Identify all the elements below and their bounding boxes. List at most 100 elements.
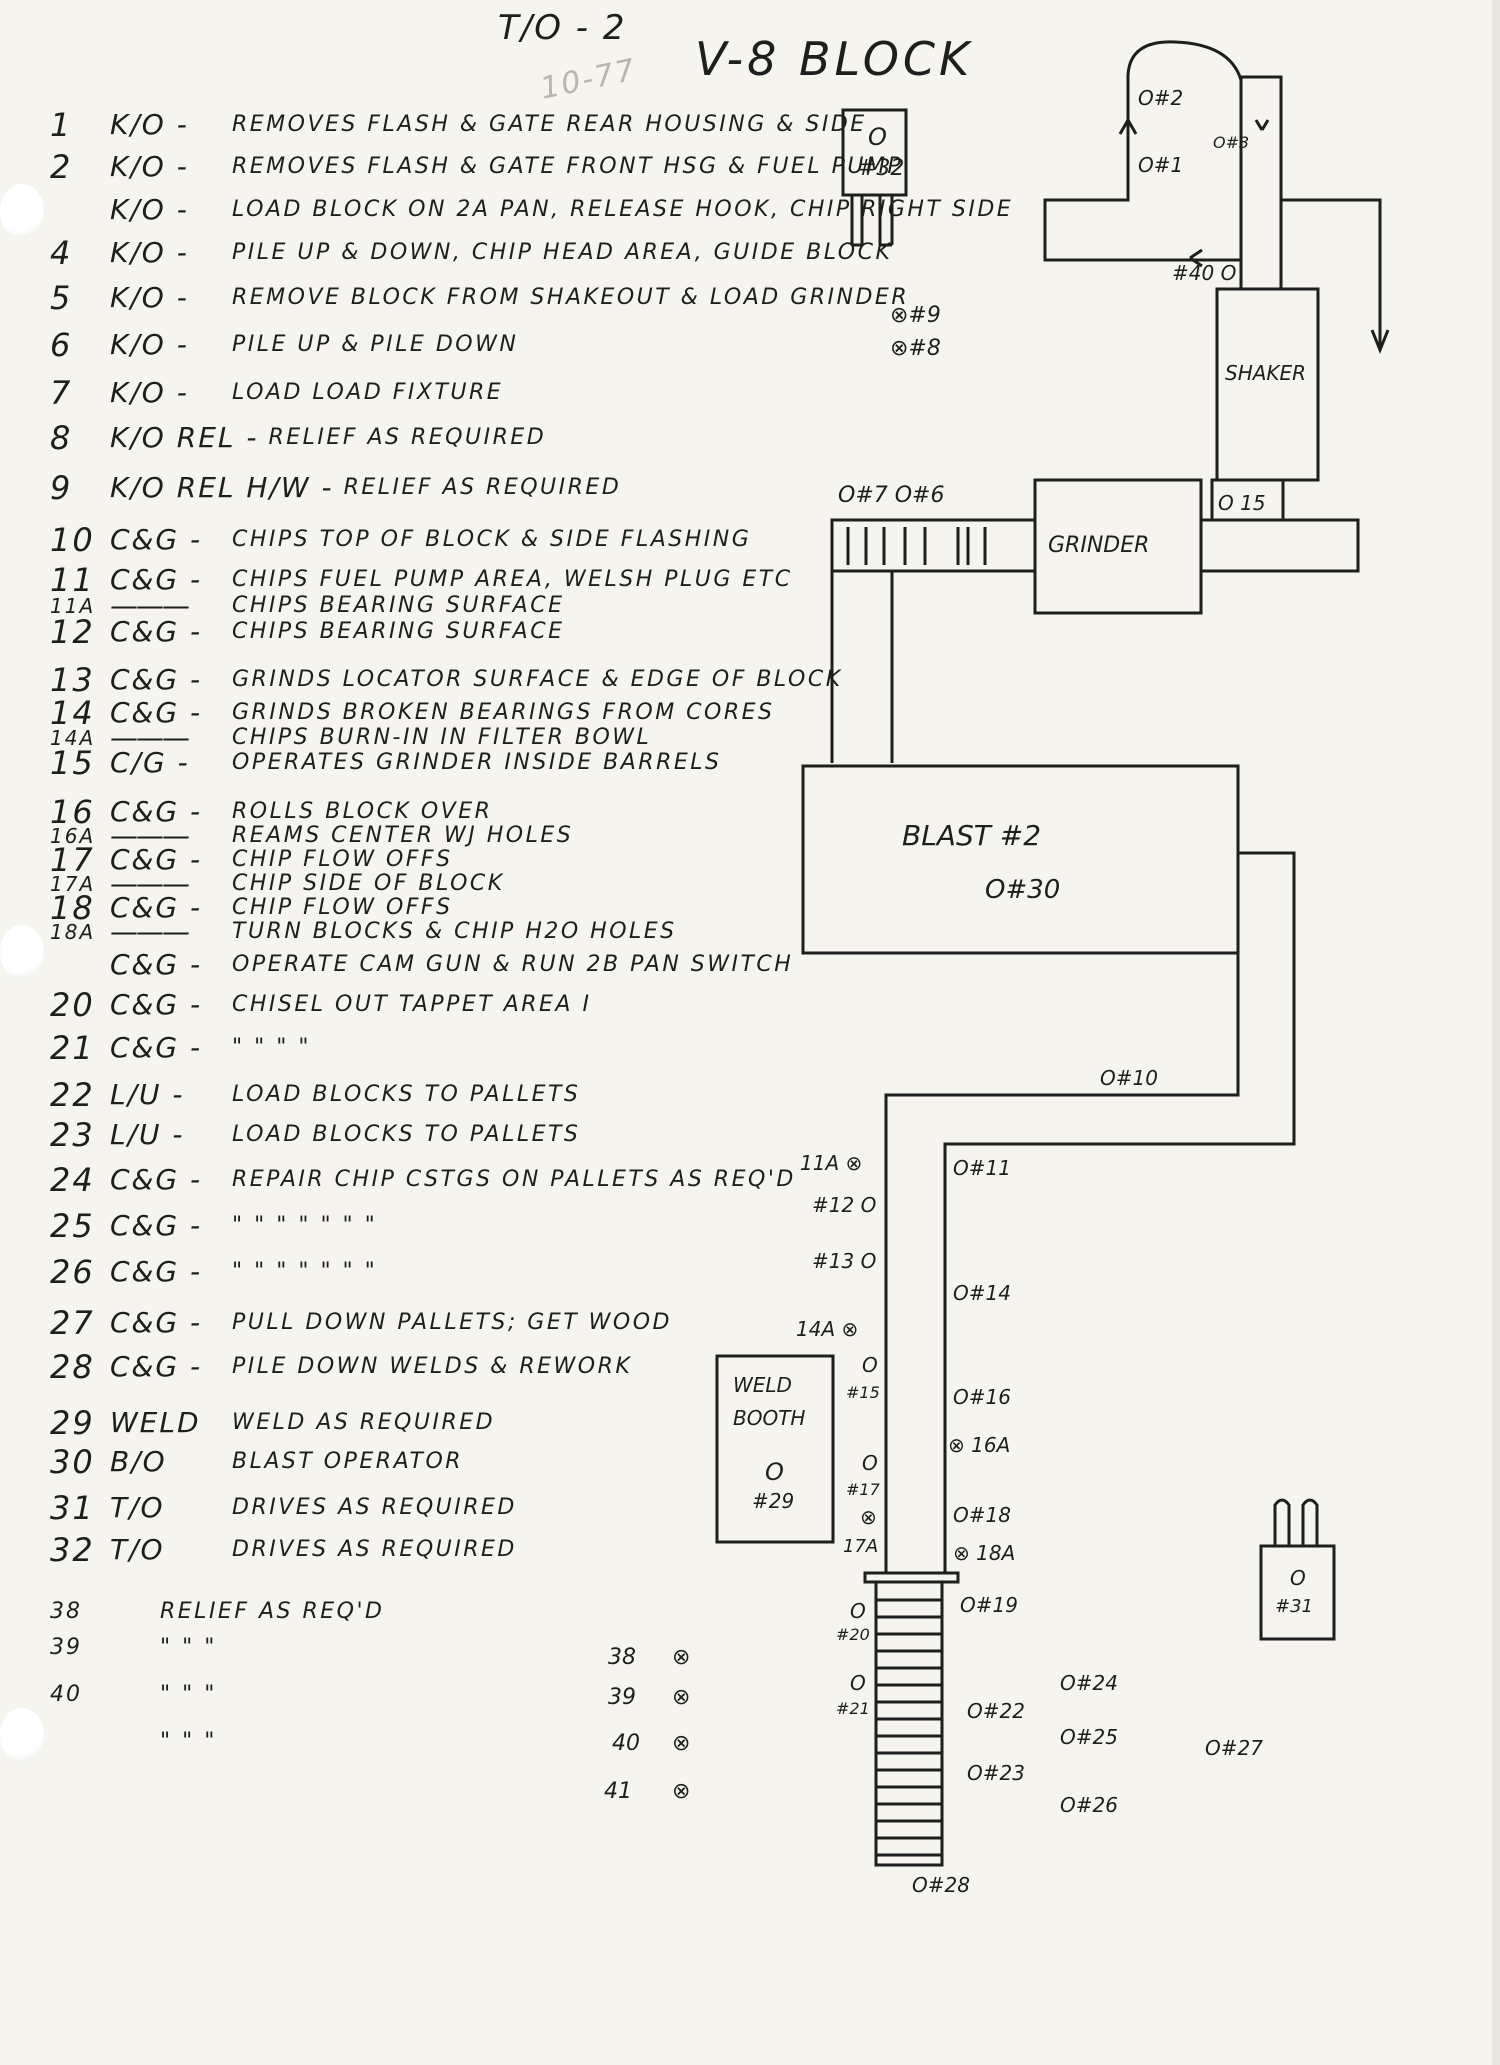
station-16: O#16: [953, 1385, 1011, 1409]
station-circle: O: [765, 1458, 784, 1486]
station-17: #17: [846, 1480, 881, 1499]
shaker-label: SHAKER: [1225, 361, 1306, 385]
job-task: CHIP SIDE OF BLOCK: [232, 871, 505, 896]
relief-station-num: 39: [608, 1685, 636, 1710]
job-number: 5: [50, 279, 73, 317]
station-25: O#25: [1060, 1725, 1118, 1749]
job-task: REMOVE BLOCK FROM SHAKEOUT & LOAD GRINDE…: [232, 285, 910, 310]
job-number: 7: [50, 374, 73, 412]
job-number: 1: [50, 106, 73, 144]
job-number: 14A: [50, 726, 96, 750]
page-edge: [1492, 0, 1500, 2065]
station-circle: O: [868, 123, 887, 151]
job-task: REPAIR CHIP CSTGS ON PALLETS AS REQ'D: [232, 1167, 796, 1192]
page-title: V-8 BLOCK: [695, 32, 974, 86]
job-task: CHIPS BEARING SURFACE: [232, 593, 565, 618]
job-task: PULL DOWN PALLETS; GET WOOD: [232, 1310, 672, 1335]
blast-label: BLAST #2: [902, 819, 1041, 852]
cross-marker: ⊗: [672, 1779, 690, 1804]
station-3: O#3: [1213, 133, 1249, 152]
job-list-item: 11A———CHIPS BEARING SURFACE: [50, 592, 565, 620]
job-task: RELIEF AS REQ'D: [160, 1599, 385, 1624]
job-crew: K/O REL -: [110, 421, 259, 454]
station-22: O#22: [967, 1699, 1025, 1723]
job-task: CHIP FLOW OFFS: [232, 895, 453, 920]
job-number: 12: [50, 613, 95, 651]
job-crew: C&G -: [110, 948, 203, 981]
job-task: CHISEL OUT TAPPET AREA I: [232, 992, 592, 1017]
station-19: O#19: [960, 1593, 1018, 1617]
job-number: 28: [50, 1348, 95, 1386]
weld-booth: WELD BOOTH O #29: [715, 1354, 835, 1544]
job-number: 29: [50, 1404, 95, 1442]
job-number: 4: [50, 234, 73, 272]
shaker-conveyor: SHAKER O#2 O#1 O#3 #40 O: [1043, 40, 1390, 482]
job-crew: K/O -: [110, 236, 189, 269]
station-23: O#23: [967, 1761, 1025, 1785]
job-task: " " ": [160, 1729, 217, 1754]
job-crew: C&G -: [110, 663, 203, 696]
job-number: 13: [50, 661, 95, 699]
punch-hole: [0, 925, 44, 979]
station-11: O#11: [953, 1156, 1011, 1180]
job-task: GRINDS BROKEN BEARINGS FROM CORES: [232, 700, 775, 725]
station-14a: 14A ⊗: [796, 1317, 858, 1341]
weld-booth-label-2: BOOTH: [733, 1406, 805, 1430]
job-list-item: 16A———REAMS CENTER WJ HOLES: [50, 822, 573, 850]
relief-station-num: 38: [608, 1645, 636, 1670]
job-crew: WELD: [110, 1406, 201, 1439]
operator-ref: T/O - 2: [498, 8, 627, 48]
station-circle: O: [862, 1353, 878, 1377]
job-crew: T/O: [110, 1491, 165, 1524]
station-27: O#27: [1205, 1736, 1263, 1760]
station-31: #31: [1275, 1596, 1313, 1617]
job-number: 10: [50, 521, 95, 559]
job-task: BLAST OPERATOR: [232, 1449, 464, 1474]
station-circle: O: [850, 1671, 866, 1695]
job-crew: K/O -: [110, 108, 189, 141]
job-task: RELIEF AS REQUIRED: [268, 425, 547, 450]
job-task: LOAD BLOCK ON 2A PAN, RELEASE HOOK, CHIP…: [232, 197, 1014, 222]
station-30: O#30: [985, 875, 1060, 905]
job-task: " " ": [160, 1682, 217, 1707]
job-list-item: K/O -LOAD BLOCK ON 2A PAN, RELEASE HOOK,…: [50, 196, 1014, 224]
job-number: 2: [50, 148, 73, 186]
job-crew: C&G -: [110, 1031, 203, 1064]
job-task: OPERATES GRINDER INSIDE BARRELS: [232, 750, 722, 775]
job-list-item: C&G -OPERATE CAM GUN & RUN 2B PAN SWITCH: [50, 948, 793, 981]
job-crew: K/O REL H/W -: [110, 471, 334, 504]
unit-31: O #31: [1259, 1498, 1336, 1641]
station-circle: O: [862, 1451, 878, 1475]
relief-station-num: 41: [604, 1779, 632, 1804]
station-20: #20: [836, 1625, 870, 1644]
station-18a: ⊗ 18A: [953, 1541, 1015, 1565]
job-crew: K/O -: [110, 328, 189, 361]
job-list-item: 18A———TURN BLOCKS & CHIP H2O HOLES: [50, 918, 677, 946]
station-9: ⊗#9: [890, 303, 941, 328]
conveyor-inner: [884, 953, 1240, 1573]
job-number: 39: [50, 1635, 82, 1660]
job-number: 21: [50, 1029, 95, 1067]
job-number: 20: [50, 986, 95, 1024]
cross-marker: ⊗: [860, 1505, 877, 1529]
blast-2: BLAST #2 O#30: [801, 764, 1240, 955]
job-list-item: " " ": [50, 1731, 217, 1753]
job-crew: B/O: [110, 1445, 167, 1478]
station-40: #40 O: [1172, 261, 1236, 285]
